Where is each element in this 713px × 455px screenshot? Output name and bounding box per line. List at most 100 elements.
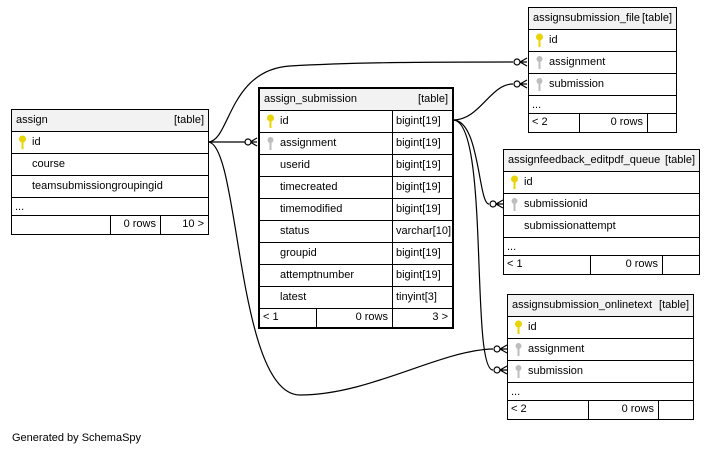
table-name: assignsubmission_file xyxy=(533,12,640,24)
primary-key-icon xyxy=(536,33,543,47)
column-row: submissionattempt xyxy=(504,216,699,238)
foreign-key-icon xyxy=(536,78,543,91)
column-row: assignment xyxy=(529,52,676,74)
column-type: varchar[10] xyxy=(392,221,451,242)
link-submission-file xyxy=(452,83,514,121)
column-name: id xyxy=(528,321,537,333)
column-row: groupid bigint[19] xyxy=(260,243,452,265)
optional-marker xyxy=(244,138,252,146)
primary-key-icon xyxy=(19,135,26,149)
child-count[interactable]: 10 > xyxy=(160,216,208,234)
column-row: latest tinyint[3] xyxy=(260,287,452,309)
ellipsis: ... xyxy=(532,99,542,111)
parent-count[interactable]: < 2 xyxy=(532,116,548,128)
column-name: attemptnumber xyxy=(280,269,354,281)
column-row: id xyxy=(12,132,208,154)
optional-marker xyxy=(513,58,521,66)
column-name: assignment xyxy=(280,137,337,149)
column-name: id xyxy=(280,115,289,127)
table-type: [table] xyxy=(418,93,448,105)
column-row: course xyxy=(12,154,208,176)
table-assign[interactable]: assign [table] id course teamsubmissiong… xyxy=(11,109,209,235)
ellipsis-row: ... xyxy=(529,96,676,114)
table-name: assignfeedback_editpdf_queue xyxy=(508,154,661,166)
table-header: assignsubmission_file [table] xyxy=(529,8,676,30)
column-name: submission xyxy=(549,78,605,90)
table-footer: < 2 0 rows xyxy=(529,114,676,132)
link-assign-onlinetext-crow xyxy=(499,344,508,354)
column-name: teamsubmissiongroupingid xyxy=(32,180,163,192)
column-row: id xyxy=(529,30,676,52)
child-count[interactable]: 3 > xyxy=(392,309,452,327)
ellipsis: ... xyxy=(15,201,25,213)
column-row: id xyxy=(504,172,699,194)
column-type: bigint[19] xyxy=(392,243,441,264)
parent-count[interactable]: < 1 xyxy=(263,311,279,323)
footer-empty-cell xyxy=(647,114,676,132)
row-count: 0 rows xyxy=(590,256,662,274)
link-submission-file-crow xyxy=(519,79,528,89)
link-submission-onlinetext-crow xyxy=(499,365,508,375)
column-name: latest xyxy=(280,291,307,303)
link-submission-onlinetext xyxy=(452,119,494,371)
foreign-key-icon xyxy=(515,365,522,378)
ellipsis-row: ... xyxy=(508,383,693,401)
column-name: course xyxy=(32,158,66,170)
primary-key-icon xyxy=(511,175,518,189)
row-count: 0 rows xyxy=(588,401,658,419)
parent-count[interactable]: < 1 xyxy=(507,258,523,270)
column-name: submission xyxy=(528,365,584,377)
primary-key-icon xyxy=(267,114,274,128)
column-type: bigint[19] xyxy=(392,111,441,132)
optional-marker xyxy=(489,200,497,208)
column-type: tinyint[3] xyxy=(392,287,437,308)
column-type: bigint[19] xyxy=(392,177,441,198)
foreign-key-icon xyxy=(511,198,518,211)
parent-count[interactable]: < 2 xyxy=(511,403,527,415)
table-footer: < 1 0 rows 3 > xyxy=(260,309,452,327)
column-row: status varchar[10] xyxy=(260,221,452,243)
generated-by-label: Generated by SchemaSpy xyxy=(12,432,142,444)
column-row: submission xyxy=(529,74,676,96)
column-name: assignment xyxy=(528,343,585,355)
link-submission-queue xyxy=(452,119,490,205)
foreign-key-icon xyxy=(515,343,522,356)
row-count: 0 rows xyxy=(579,114,647,132)
table-assign-submission[interactable]: assign_submission [table] id bigint[19] … xyxy=(258,87,454,329)
column-row: id bigint[19] xyxy=(260,111,452,133)
table-type: [table] xyxy=(642,12,672,24)
column-type: bigint[19] xyxy=(392,265,441,286)
primary-key-icon xyxy=(515,320,522,334)
table-footer: < 2 0 rows xyxy=(508,401,693,419)
column-type: bigint[19] xyxy=(392,199,441,220)
column-name: timecreated xyxy=(280,181,338,193)
optional-marker xyxy=(493,345,501,353)
table-type: [table] xyxy=(659,299,689,311)
column-name: id xyxy=(524,176,533,188)
table-assignsubmission-file[interactable]: assignsubmission_file [table] id assignm… xyxy=(528,7,677,133)
row-count: 0 rows xyxy=(316,309,392,327)
column-row: teamsubmissiongroupingid xyxy=(12,176,208,198)
foreign-key-icon xyxy=(536,56,543,69)
table-header: assign_submission [table] xyxy=(260,89,452,111)
table-type: [table] xyxy=(174,114,204,126)
column-row: assignment bigint[19] xyxy=(260,133,452,155)
column-name: submissionattempt xyxy=(524,220,616,232)
table-header: assignfeedback_editpdf_queue [table] xyxy=(504,150,699,172)
table-footer: < 1 0 rows xyxy=(504,256,699,274)
ellipsis-row: ... xyxy=(504,238,699,256)
column-row: attemptnumber bigint[19] xyxy=(260,265,452,287)
column-name: userid xyxy=(280,159,310,171)
ellipsis-row: ... xyxy=(12,198,208,216)
table-assignfeedback-editpdf-queue[interactable]: assignfeedback_editpdf_queue [table] id … xyxy=(503,149,700,275)
table-name: assign_submission xyxy=(264,93,357,105)
column-name: id xyxy=(32,136,41,148)
column-row: userid bigint[19] xyxy=(260,155,452,177)
column-name: id xyxy=(549,34,558,46)
column-name: submissionid xyxy=(524,198,588,210)
row-count: 0 rows xyxy=(110,216,160,234)
table-assignsubmission-onlinetext[interactable]: assignsubmission_onlinetext [table] id a… xyxy=(507,294,694,420)
column-row: submissionid xyxy=(504,194,699,216)
column-row: id xyxy=(508,317,693,339)
table-header: assign [table] xyxy=(12,110,208,132)
